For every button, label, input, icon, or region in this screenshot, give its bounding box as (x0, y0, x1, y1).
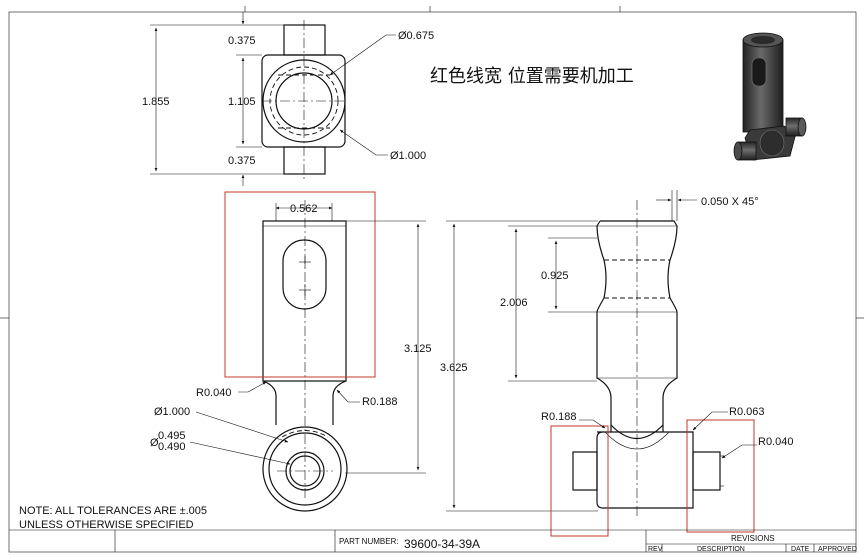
tolerance-note-line2: UNLESS OTHERWISE SPECIFIED (19, 519, 194, 531)
chamfer-label: 0.050 X 45° (701, 196, 759, 208)
part-number: 39600-34-39A (404, 537, 480, 551)
col-date: DATE (791, 546, 809, 553)
sheet-border (0, 6, 864, 553)
machining-note: 红色线宽 位置需要机加工 (430, 66, 634, 87)
dim-upper-length: 3.125 (404, 343, 432, 355)
dim-overall-1855: 1.855 (142, 96, 170, 108)
machining-frame-front (224, 191, 376, 378)
dim-top-0375: 0.375 (228, 35, 256, 47)
machining-frame-right (686, 419, 755, 533)
dim-shank: 2.006 (500, 297, 528, 309)
front-view (189, 191, 426, 512)
tolerance-note-line1: NOTE: ALL TOLERANCES ARE ±.005 (19, 505, 207, 517)
dia-inner-label: Ø0.675 (398, 30, 434, 42)
radius-right-side: R0.040 (758, 436, 793, 448)
side-view (508, 190, 757, 537)
radius-right-front: R0.188 (362, 396, 397, 408)
radius-left-side: R0.188 (541, 411, 576, 423)
radius-left-front: R0.040 (196, 387, 231, 399)
dia-boss-front: Ø1.000 (154, 406, 190, 418)
isometric-thumbnail (733, 32, 807, 161)
dim-groove: 0.925 (541, 270, 569, 282)
dim-bottom-0375: 0.375 (228, 155, 256, 167)
col-description: DESCRIPTION (697, 546, 745, 553)
machining-frame-left (550, 425, 609, 537)
col-rev: REV (648, 546, 663, 553)
dim-middle-1105: 1.105 (228, 96, 256, 108)
title-block (9, 529, 856, 552)
revisions-title: REVISIONS (731, 534, 775, 543)
dia-symbol: Ø (150, 437, 159, 449)
top-view (150, 12, 396, 186)
dia-outer-label: Ø1.000 (390, 150, 426, 162)
part-number-label: PART NUMBER: (339, 537, 399, 546)
dia-bore-upper: 0.495 (158, 430, 186, 442)
overall-length-dim (446, 220, 598, 512)
dim-overall-length: 3.625 (440, 362, 468, 374)
dim-slot-width: 0.562 (290, 203, 318, 215)
col-approved: APPROVED (818, 546, 857, 553)
dia-bore-lower: 0.490 (158, 441, 186, 453)
radius-top-right-side: R0.063 (729, 406, 764, 418)
